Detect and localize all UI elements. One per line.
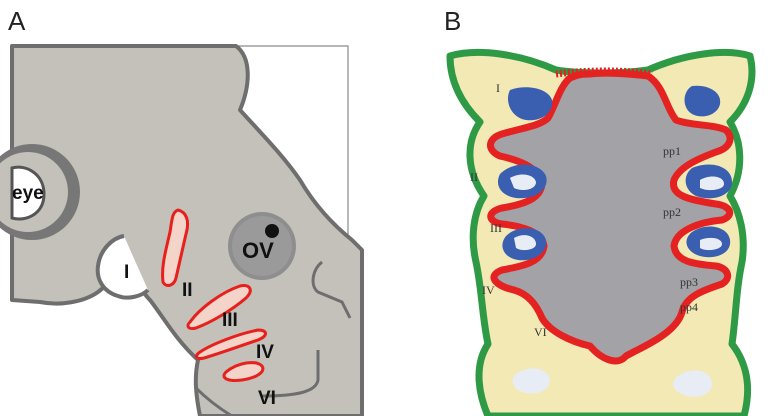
pouch-label-pp3: pp3 <box>680 275 698 289</box>
otolith <box>265 224 279 238</box>
arch-label-b-3: III <box>490 221 502 235</box>
panel-b-letter: B <box>444 6 461 36</box>
pouch-label-pp4: pp4 <box>680 300 698 314</box>
panel-a-letter: A <box>8 6 26 36</box>
vessel-II-right <box>700 177 724 191</box>
arch-label-3: III <box>222 310 238 331</box>
arch-label-4: IV <box>256 342 274 363</box>
panel-b: B I II III IV VI pp1 pp2 <box>430 0 773 416</box>
arch-label-1: I <box>124 262 129 283</box>
arch-label-b-4: IV <box>482 283 495 297</box>
otic-vesicle: OV <box>228 212 296 280</box>
pouch-label-pp2: pp2 <box>663 205 681 219</box>
panel-a: A eye OV <box>0 0 380 416</box>
panel-a-drawing: A eye OV <box>0 0 380 416</box>
arch-label-b-6: VI <box>534 325 547 339</box>
pouch-label-pp1: pp1 <box>663 144 681 158</box>
arch-label-b-2: II <box>470 170 478 184</box>
eye-label: eye <box>12 183 44 204</box>
arch-label-6: VI <box>258 388 276 409</box>
arch-label-2: II <box>182 280 193 301</box>
ov-label: OV <box>242 238 274 263</box>
panel-b-drawing: B I II III IV VI pp1 pp2 <box>430 0 773 416</box>
arch-label-b-1: I <box>496 81 500 95</box>
